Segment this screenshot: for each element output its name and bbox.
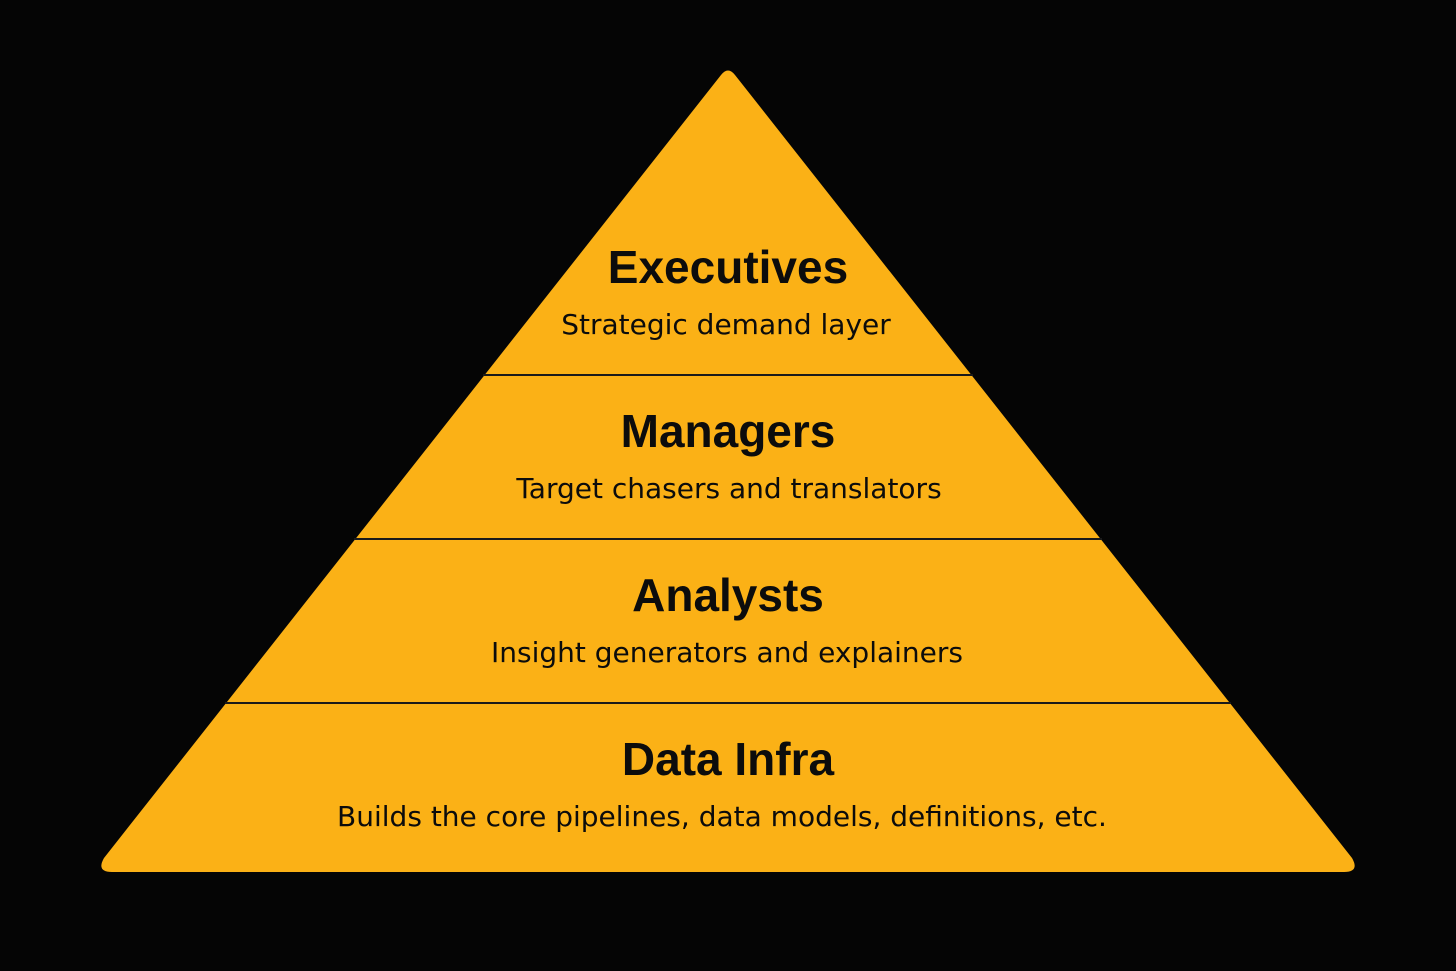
tier-subtitle: Target chasers and translators [515,472,941,505]
tier-title: Analysts [632,569,824,621]
tier-title: Managers [621,405,836,457]
tier-executives: Executives Strategic demand layer [561,241,891,341]
tier-data-infra: Data Infra Builds the core pipelines, da… [337,733,1107,833]
tier-subtitle: Insight generators and explainers [491,636,963,669]
tier-analysts: Analysts Insight generators and explaine… [491,569,963,669]
tier-subtitle: Strategic demand layer [561,308,891,341]
tier-managers: Managers Target chasers and translators [515,405,941,505]
pyramid-shape [101,70,1355,872]
tier-subtitle: Builds the core pipelines, data models, … [337,800,1107,833]
tier-title: Data Infra [622,733,835,785]
tier-title: Executives [608,241,848,293]
